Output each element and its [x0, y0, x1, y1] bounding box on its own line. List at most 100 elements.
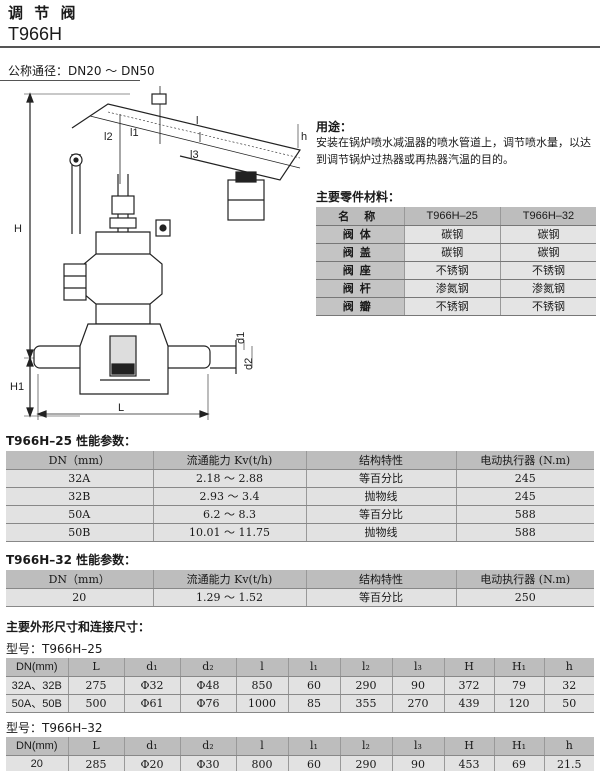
table-header: H — [443, 737, 494, 756]
table-header-row: DN（mm） 流通能力 Kv(t/h) 结构特性 电动执行器 (N.m) — [6, 570, 594, 589]
table-row: 50A、50B 500 Φ61 Φ76 1000 85 355 270 439 … — [6, 694, 594, 713]
label-d1: d1 — [235, 332, 247, 344]
table-cell: 等百分比 — [305, 469, 456, 488]
table-header: H₁ — [493, 737, 544, 756]
table-cell: 372 — [443, 676, 494, 695]
table-cell: 20 — [6, 588, 153, 607]
table-cell: 90 — [391, 755, 444, 771]
table-cell: 85 — [287, 694, 340, 713]
label-l: l — [196, 115, 198, 127]
table-cell: 50A、50B — [6, 694, 68, 713]
usage-title: 用途： — [316, 120, 353, 134]
table-cell: 60 — [287, 676, 340, 695]
table-header: l₁ — [287, 737, 340, 756]
label-l3: l3 — [190, 149, 199, 161]
table-header: h — [543, 737, 594, 756]
label-l2: l2 — [104, 131, 113, 143]
table-cell: 2.93 ～ 3.4 — [152, 487, 306, 506]
table-header: 结构特性 — [305, 451, 456, 470]
table-cell: 800 — [235, 755, 288, 771]
table-cell: 275 — [67, 676, 124, 695]
table-cell: Φ30 — [179, 755, 236, 771]
table-header: 流通能力 Kv(t/h) — [152, 570, 306, 589]
table-row: 20 285 Φ20 Φ30 800 60 290 90 453 69 21.5 — [6, 755, 594, 771]
table-cell: 50 — [543, 694, 594, 713]
table-cell: 碳钢 — [499, 225, 596, 244]
table-row: 50B 10.01 ～ 11.75 抛物线 588 — [6, 523, 594, 542]
table-header: d₂ — [179, 737, 236, 756]
table-header: 电动执行器 (N.m) — [455, 451, 594, 470]
table-row: 阀座 不锈钢 不锈钢 — [316, 261, 596, 280]
table-cell: 355 — [339, 694, 392, 713]
label-h: h — [301, 131, 307, 143]
table-cell: 不锈钢 — [403, 261, 501, 280]
dim32-table: DN(mm) L d₁ d₂ l l₁ l₂ l₃ H H₁ h 20 285 … — [6, 737, 594, 771]
table-header: DN(mm) — [6, 658, 68, 677]
perf25-title: T966H–25 性能参数： — [6, 434, 137, 448]
table-header-row: DN(mm) L d₁ d₂ l l₁ l₂ l₃ H H₁ h — [6, 737, 594, 756]
table-cell: 32B — [6, 487, 153, 506]
label-H1: H1 — [10, 381, 24, 393]
label-l1: l1 — [130, 127, 139, 139]
label-H: H — [14, 223, 22, 235]
table-header: 电动执行器 (N.m) — [455, 570, 594, 589]
table-row: 阀体 碳钢 碳钢 — [316, 225, 596, 244]
table-header-row: 名 称 T966H–25 T966H–32 — [316, 207, 596, 226]
table-cell: 60 — [287, 755, 340, 771]
table-header: H₁ — [493, 658, 544, 677]
table-cell: Φ32 — [123, 676, 180, 695]
table-cell: 588 — [455, 505, 594, 524]
table-cell: 10.01 ～ 11.75 — [152, 523, 306, 542]
table-header: l₃ — [391, 737, 444, 756]
table-cell: 32 — [543, 676, 594, 695]
table-row: 32B 2.93 ～ 3.4 抛物线 245 — [6, 487, 594, 506]
table-header: 流通能力 Kv(t/h) — [152, 451, 306, 470]
table-header: 名 称 — [316, 207, 404, 226]
t32-label: 型号：T966H–32 — [6, 721, 103, 735]
table-cell: 245 — [455, 469, 594, 488]
table-header: T966H–32 — [499, 207, 596, 226]
table-cell: 500 — [67, 694, 124, 713]
table-row: 阀瓣 不锈钢 不锈钢 — [316, 297, 596, 316]
table-cell: Φ76 — [179, 694, 236, 713]
sub-divider — [0, 80, 140, 81]
table-cell: 32A — [6, 469, 153, 488]
table-cell: 阀盖 — [316, 243, 404, 262]
table-cell: 21.5 — [543, 755, 594, 771]
table-cell: 阀座 — [316, 261, 404, 280]
table-cell: 50B — [6, 523, 153, 542]
table-cell: 不锈钢 — [499, 297, 596, 316]
table-header: d₁ — [123, 658, 180, 677]
table-cell: 69 — [493, 755, 544, 771]
materials-title: 主要零件材料： — [316, 190, 401, 204]
table-cell: 碳钢 — [403, 243, 501, 262]
table-cell: 碳钢 — [499, 243, 596, 262]
table-row: 阀杆 渗氮钢 渗氮钢 — [316, 279, 596, 298]
table-cell: 阀杆 — [316, 279, 404, 298]
table-cell: 850 — [235, 676, 288, 695]
table-row: 32A 2.18 ～ 2.88 等百分比 245 — [6, 469, 594, 488]
table-cell: 120 — [493, 694, 544, 713]
label-d2: d2 — [243, 358, 255, 370]
header-divider — [0, 46, 600, 48]
table-header: l₁ — [287, 658, 340, 677]
table-header: T966H–25 — [403, 207, 501, 226]
table-cell: 250 — [455, 588, 594, 607]
usage-text: 安装在锅炉喷水减温器的喷水管道上，调节喷水量，以达到调节锅炉过热器或再热器汽温的… — [316, 136, 591, 166]
perf32-table: DN（mm） 流通能力 Kv(t/h) 结构特性 电动执行器 (N.m) 20 … — [6, 570, 594, 607]
table-header: l — [235, 658, 288, 677]
table-row: 32A、32B 275 Φ32 Φ48 850 60 290 90 372 79… — [6, 676, 594, 695]
table-cell: Φ61 — [123, 694, 180, 713]
table-cell: 等百分比 — [305, 588, 456, 607]
table-cell: 渗氮钢 — [499, 279, 596, 298]
table-cell: 290 — [339, 676, 392, 695]
dn-range: 公称通径：DN20 ～ DN50 — [8, 64, 155, 78]
table-cell: 20 — [6, 755, 68, 771]
table-cell: 抛物线 — [305, 523, 456, 542]
dimensions-title: 主要外形尺寸和连接尺寸： — [6, 620, 151, 634]
materials-table: 名 称 T966H–25 T966H–32 阀体 碳钢 碳钢 阀盖 碳钢 碳钢 … — [316, 207, 596, 316]
table-header: DN（mm） — [6, 451, 153, 470]
table-cell: 阀体 — [316, 225, 404, 244]
table-cell: Φ20 — [123, 755, 180, 771]
table-cell: 588 — [455, 523, 594, 542]
